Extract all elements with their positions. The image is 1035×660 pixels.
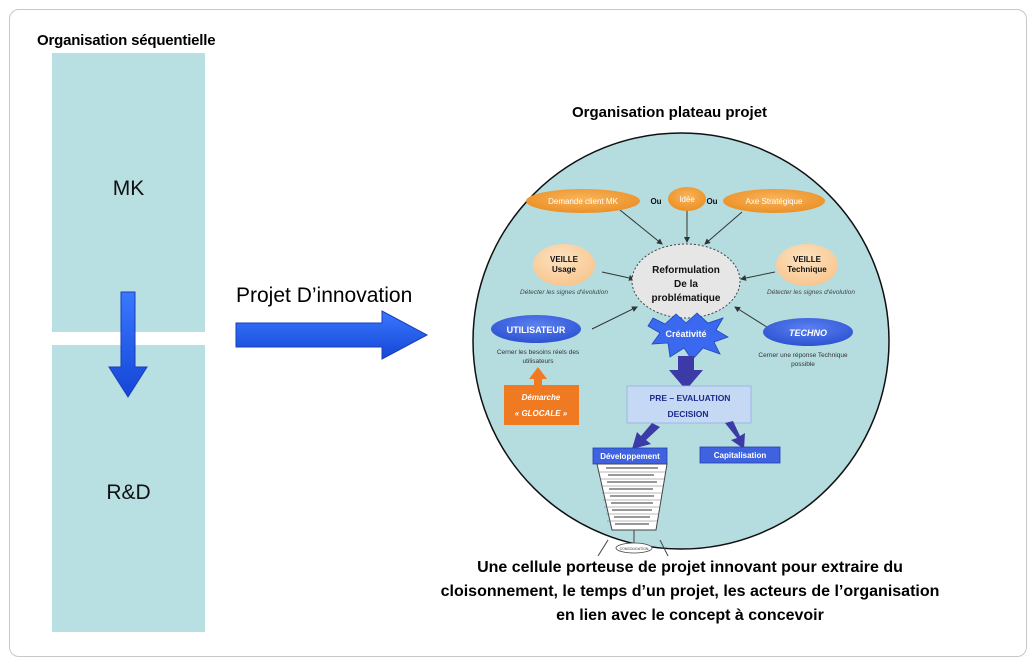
creativite-burst bbox=[647, 312, 729, 361]
funnel-text-marks bbox=[606, 467, 658, 525]
ou-1: Ou bbox=[650, 197, 661, 206]
sequential-title: Organisation séquentielle bbox=[37, 32, 216, 49]
techno-note-1: Cerner une réponse Technique bbox=[758, 352, 848, 359]
demarche-line2: « GLOCALE » bbox=[515, 409, 568, 418]
to-capitalisation-arrow bbox=[725, 421, 745, 449]
idee-ellipse bbox=[668, 187, 706, 211]
creativite-label: Créativité bbox=[665, 329, 706, 339]
pre-evaluation-line2: DECISION bbox=[667, 409, 708, 419]
techno-note-2: possible bbox=[791, 361, 815, 368]
to-developpement-arrow bbox=[632, 423, 660, 449]
utilisateur-note-2: utilisateurs bbox=[522, 358, 554, 365]
reformulation-line1: Reformulation bbox=[652, 265, 720, 276]
sequential-arrow bbox=[108, 291, 148, 398]
rd-label: R&D bbox=[106, 480, 151, 504]
funnel-tick-right bbox=[659, 539, 669, 557]
pre-evaluation-line1: PRE – EVALUATION bbox=[650, 393, 731, 403]
axe-strategique-label: Axe Stratégique bbox=[746, 197, 803, 206]
reformulation-line2: De la bbox=[674, 279, 698, 290]
veille-technique-ellipse bbox=[776, 244, 838, 286]
developpement-label: Développement bbox=[600, 452, 660, 461]
capitalisation-box bbox=[699, 446, 781, 464]
demarche-line1: Démarche bbox=[522, 393, 561, 402]
demande-client-label: Demande client MK bbox=[548, 197, 618, 206]
idee-label: Idée bbox=[679, 195, 695, 204]
demarche-up-arrow bbox=[529, 367, 547, 385]
funnel-end-ellipse bbox=[615, 542, 653, 554]
techno-label: TECHNO bbox=[789, 328, 827, 338]
veille-technique-line2: Technique bbox=[787, 265, 827, 274]
veille-usage-ellipse bbox=[533, 244, 595, 286]
demarche-box bbox=[504, 385, 579, 425]
veille-technique-note: Détecter les signes d'évolution bbox=[767, 289, 855, 296]
veille-usage-note: Détecter les signes d'évolution bbox=[520, 289, 608, 296]
axe-strategique-ellipse bbox=[723, 189, 825, 213]
funnel-rows bbox=[599, 471, 665, 522]
utilisateur-note-1: Cerner les besoins réels des bbox=[497, 349, 580, 356]
reformulation-line3: problématique bbox=[652, 293, 721, 304]
plateau-title: Organisation plateau projet bbox=[572, 104, 768, 121]
veille-usage-line2: Usage bbox=[552, 265, 577, 274]
veille-usage-line1: VEILLE bbox=[550, 255, 579, 264]
demande-client-ellipse bbox=[526, 189, 640, 213]
caption-line-1: Une cellule porteuse de projet innovant … bbox=[477, 559, 903, 576]
mk-box: MK bbox=[52, 53, 205, 332]
creativite-down-arrow bbox=[669, 356, 703, 390]
funnel-end-label: CONSOLIDATION bbox=[620, 547, 649, 551]
utilisateur-ellipse bbox=[491, 315, 581, 343]
techno-ellipse bbox=[763, 318, 853, 346]
caption: Une cellule porteuse de projet innovant … bbox=[400, 556, 980, 628]
utilisateur-label: UTILISATEUR bbox=[507, 325, 566, 335]
pre-evaluation-box bbox=[626, 385, 752, 424]
funnel-tick-left bbox=[597, 539, 609, 557]
veille-technique-line1: VEILLE bbox=[793, 255, 822, 264]
capitalisation-label: Capitalisation bbox=[714, 451, 767, 460]
innovation-arrow-label: Projet D’innovation bbox=[236, 284, 413, 307]
reformulation-ellipse bbox=[631, 243, 741, 319]
ou-2: Ou bbox=[706, 197, 717, 206]
caption-line-3: en lien avec le concept à concevoir bbox=[556, 607, 824, 624]
innovation-arrow bbox=[235, 310, 429, 360]
mk-label: MK bbox=[112, 176, 145, 200]
caption-line-2: cloisonnement, le temps d’un projet, les… bbox=[440, 583, 940, 600]
